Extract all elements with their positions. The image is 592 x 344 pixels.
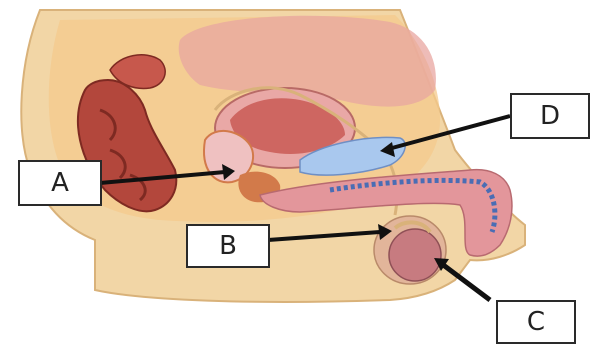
label-c: C xyxy=(496,300,576,344)
label-b: B xyxy=(186,224,270,268)
label-a: A xyxy=(18,160,102,206)
label-d: D xyxy=(510,93,590,139)
testis xyxy=(389,229,441,281)
